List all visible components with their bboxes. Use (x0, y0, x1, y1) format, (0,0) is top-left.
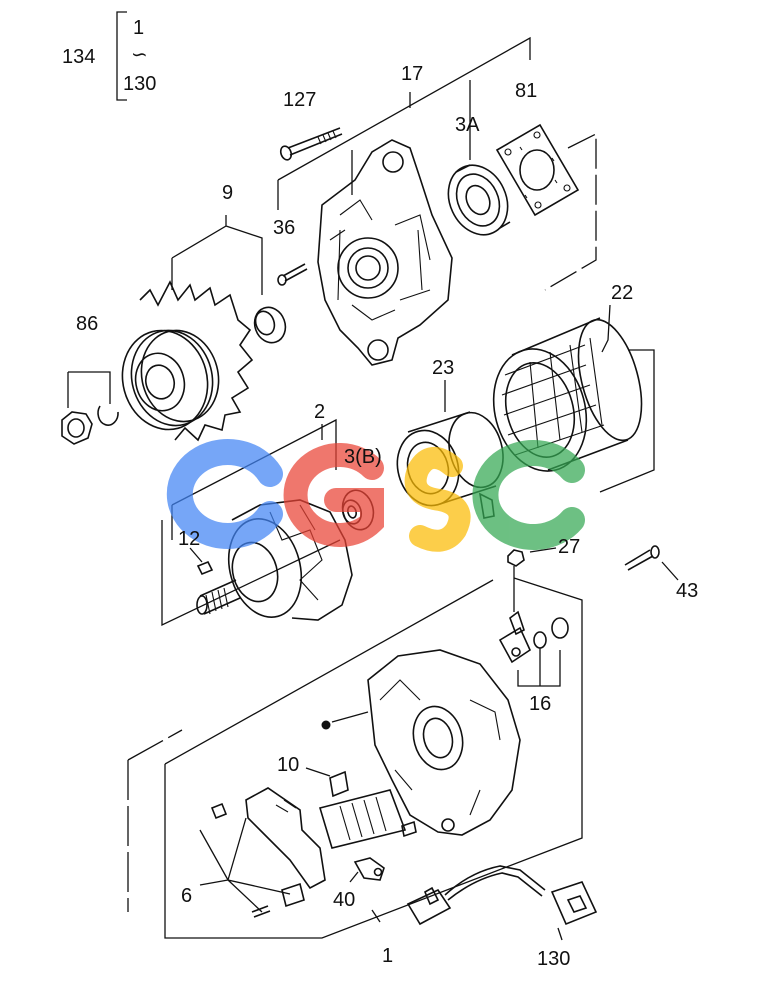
callout-6: 6 (181, 885, 192, 907)
callout-10: 10 (277, 754, 299, 776)
callout-36: 36 (273, 217, 295, 239)
bracket-17 (277, 36, 531, 210)
harness-130 (406, 865, 598, 941)
watermark-letter-c2 (472, 440, 585, 550)
callout-3B: 3(B) (344, 446, 382, 468)
callout-86: 86 (76, 313, 98, 335)
callout-134: 134 (62, 46, 95, 68)
kit-bracket (116, 11, 127, 101)
watermark-logo (166, 439, 585, 552)
callout-130-top: 130 (123, 73, 156, 95)
callout-1-bottom: 1 (382, 945, 393, 967)
nut-washer-86 (61, 371, 119, 445)
callout-43: 43 (676, 580, 698, 602)
bolt-43 (624, 545, 679, 581)
watermark-letter-g (283, 443, 384, 547)
callout-130-bottom: 130 (537, 948, 570, 970)
callout-2: 2 (314, 401, 325, 423)
pulley-fan-9 (121, 215, 263, 442)
rectifier-10 (305, 767, 417, 849)
screw-36 (277, 263, 308, 286)
terminal-27-16 (498, 547, 569, 687)
callout-127: 127 (283, 89, 316, 111)
watermark-letter-c1 (166, 439, 283, 549)
spacer-ring (253, 306, 287, 344)
callout-17: 17 (401, 63, 423, 85)
bearing-3A (447, 164, 511, 236)
brush-holder-6 (199, 787, 326, 918)
callout-81: 81 (515, 80, 537, 102)
front-housing-17 (317, 139, 453, 366)
rear-housing (321, 649, 521, 836)
key-12 (189, 547, 214, 576)
callout-22: 22 (611, 282, 633, 304)
bracket-81-group (544, 132, 597, 291)
callout-40: 40 (333, 889, 355, 911)
terminal-40 (349, 857, 385, 883)
callout-1-top: 1 (133, 17, 144, 39)
callout-labels: 134 1 ∽ 130 17 127 81 3A 9 36 22 86 23 2… (62, 17, 698, 970)
bracket-22-group (599, 349, 655, 493)
watermark-letter-s (404, 447, 471, 552)
callout-23: 23 (432, 357, 454, 379)
callout-27: 27 (558, 536, 580, 558)
callout-12: 12 (178, 528, 200, 550)
callout-3A: 3A (455, 114, 480, 136)
callout-range-mark: ∽ (131, 44, 148, 66)
callout-9: 9 (222, 182, 233, 204)
long-bolt-127 (279, 127, 343, 161)
callout-16: 16 (529, 693, 551, 715)
bearing-plate-81 (495, 123, 580, 217)
